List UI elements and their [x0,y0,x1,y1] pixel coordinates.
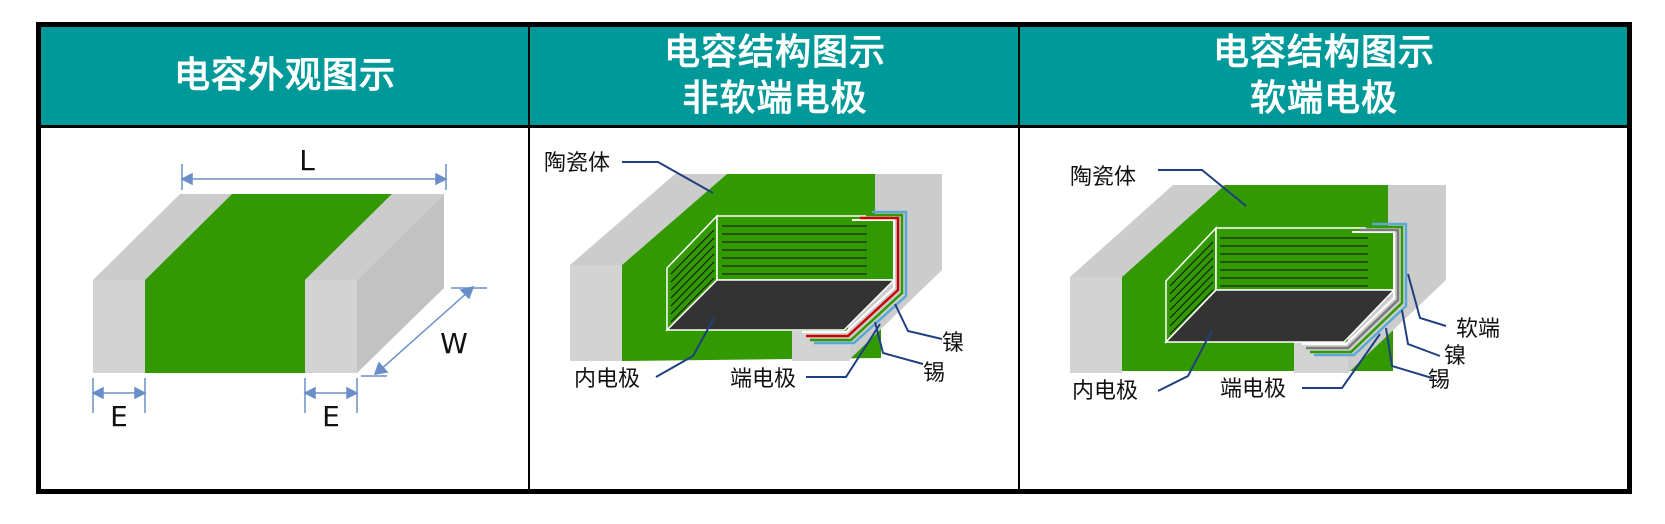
end-right-label: E [322,400,340,433]
capacitor-cutaway-soft [1070,185,1446,373]
header-appearance-line1: 电容外观图示 [173,55,396,96]
end-left-label: E [110,400,128,433]
soft-term-label: 软端 [1456,317,1500,342]
divider-2 [1018,27,1020,489]
inner-electrode-label: 内电极 [574,367,640,392]
header-structure-nonsoft-line1: 电容结构图示 [663,32,886,73]
header-row: 电容外观图示 电容结构图示 非软端电极 电容结构图示 软端电极 [41,27,1627,128]
terminal-electrode-label: 端电极 [730,367,796,392]
header-structure-soft: 电容结构图示 软端电极 [1021,27,1627,125]
ceramic-label: 陶瓷体 [544,151,610,176]
header-structure-soft-line2: 软端电极 [1249,78,1398,119]
panel-appearance: L W E E [91,144,487,433]
header-structure-nonsoft-line2: 非软端电极 [682,78,868,119]
capacitor-appearance [93,194,444,373]
inner-electrode-layers [670,225,867,323]
ceramic-label: 陶瓷体 [1070,165,1136,190]
leader-lines [1157,169,1447,392]
capacitor-cutaway-nonsoft [570,174,942,361]
header-appearance: 电容外观图示 [41,27,529,125]
tin-label: 锡 [1428,368,1450,393]
length-label: L [299,144,315,177]
inner-electrode-layers [1169,237,1368,335]
header-structure-soft-line1: 电容结构图示 [1212,32,1435,73]
dimension-lines [91,164,487,413]
header-structure-nonsoft: 电容结构图示 非软端电极 [531,27,1019,125]
divider-1 [528,27,530,489]
inner-electrode-label: 内电极 [1072,379,1138,404]
terminal-electrode-label: 端电极 [1220,377,1286,402]
nickel-label: 镍 [1444,344,1466,369]
tin-label: 锡 [923,361,945,386]
nickel-label: 镍 [942,331,964,356]
panel-structure-nonsoft: 陶瓷体 内电极 端电极 镍 锡 [544,151,964,392]
panel-structure-soft: 陶瓷体 内电极 端电极 软端 镍 锡 [1070,165,1500,404]
leader-lines [622,161,943,378]
diagram-frame: 电容外观图示 电容结构图示 非软端电极 电容结构图示 软端电极 [36,22,1632,494]
width-label: W [440,327,468,360]
